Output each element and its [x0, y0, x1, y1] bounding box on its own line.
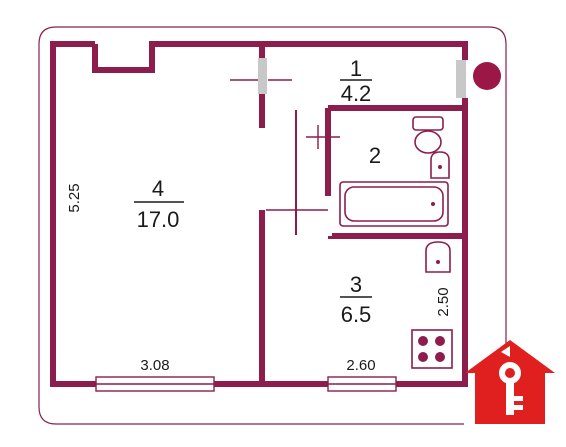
- room-4-number: 4: [152, 176, 164, 201]
- outer-frame: [38, 26, 507, 425]
- kitchen-sink-icon: [425, 241, 451, 273]
- sink-icon: [430, 151, 450, 179]
- room-1-area: 4.2: [341, 81, 372, 106]
- dimension-kitchen-right: 2.50: [435, 287, 452, 316]
- room-3-area: 6.5: [341, 302, 372, 327]
- room-1-number: 1: [350, 56, 362, 81]
- dimension-left-wall: 5.25: [66, 183, 83, 212]
- room-3-number: 3: [350, 272, 362, 297]
- room-4-area: 17.0: [137, 207, 180, 232]
- toilet-icon: [412, 116, 444, 154]
- door-swing-marks: [230, 79, 340, 234]
- house-key-logo-icon: [465, 340, 555, 424]
- bathtub-icon: [339, 181, 449, 227]
- window-right: [327, 376, 397, 392]
- stove-icon: [411, 329, 453, 369]
- room-2-number: 2: [369, 143, 381, 168]
- dimension-bottom-left: 3.08: [140, 357, 169, 374]
- dimension-bottom-right: 2.60: [346, 357, 375, 374]
- door-openings: [258, 58, 466, 236]
- riser-icon: [473, 62, 501, 90]
- window-left: [95, 376, 215, 392]
